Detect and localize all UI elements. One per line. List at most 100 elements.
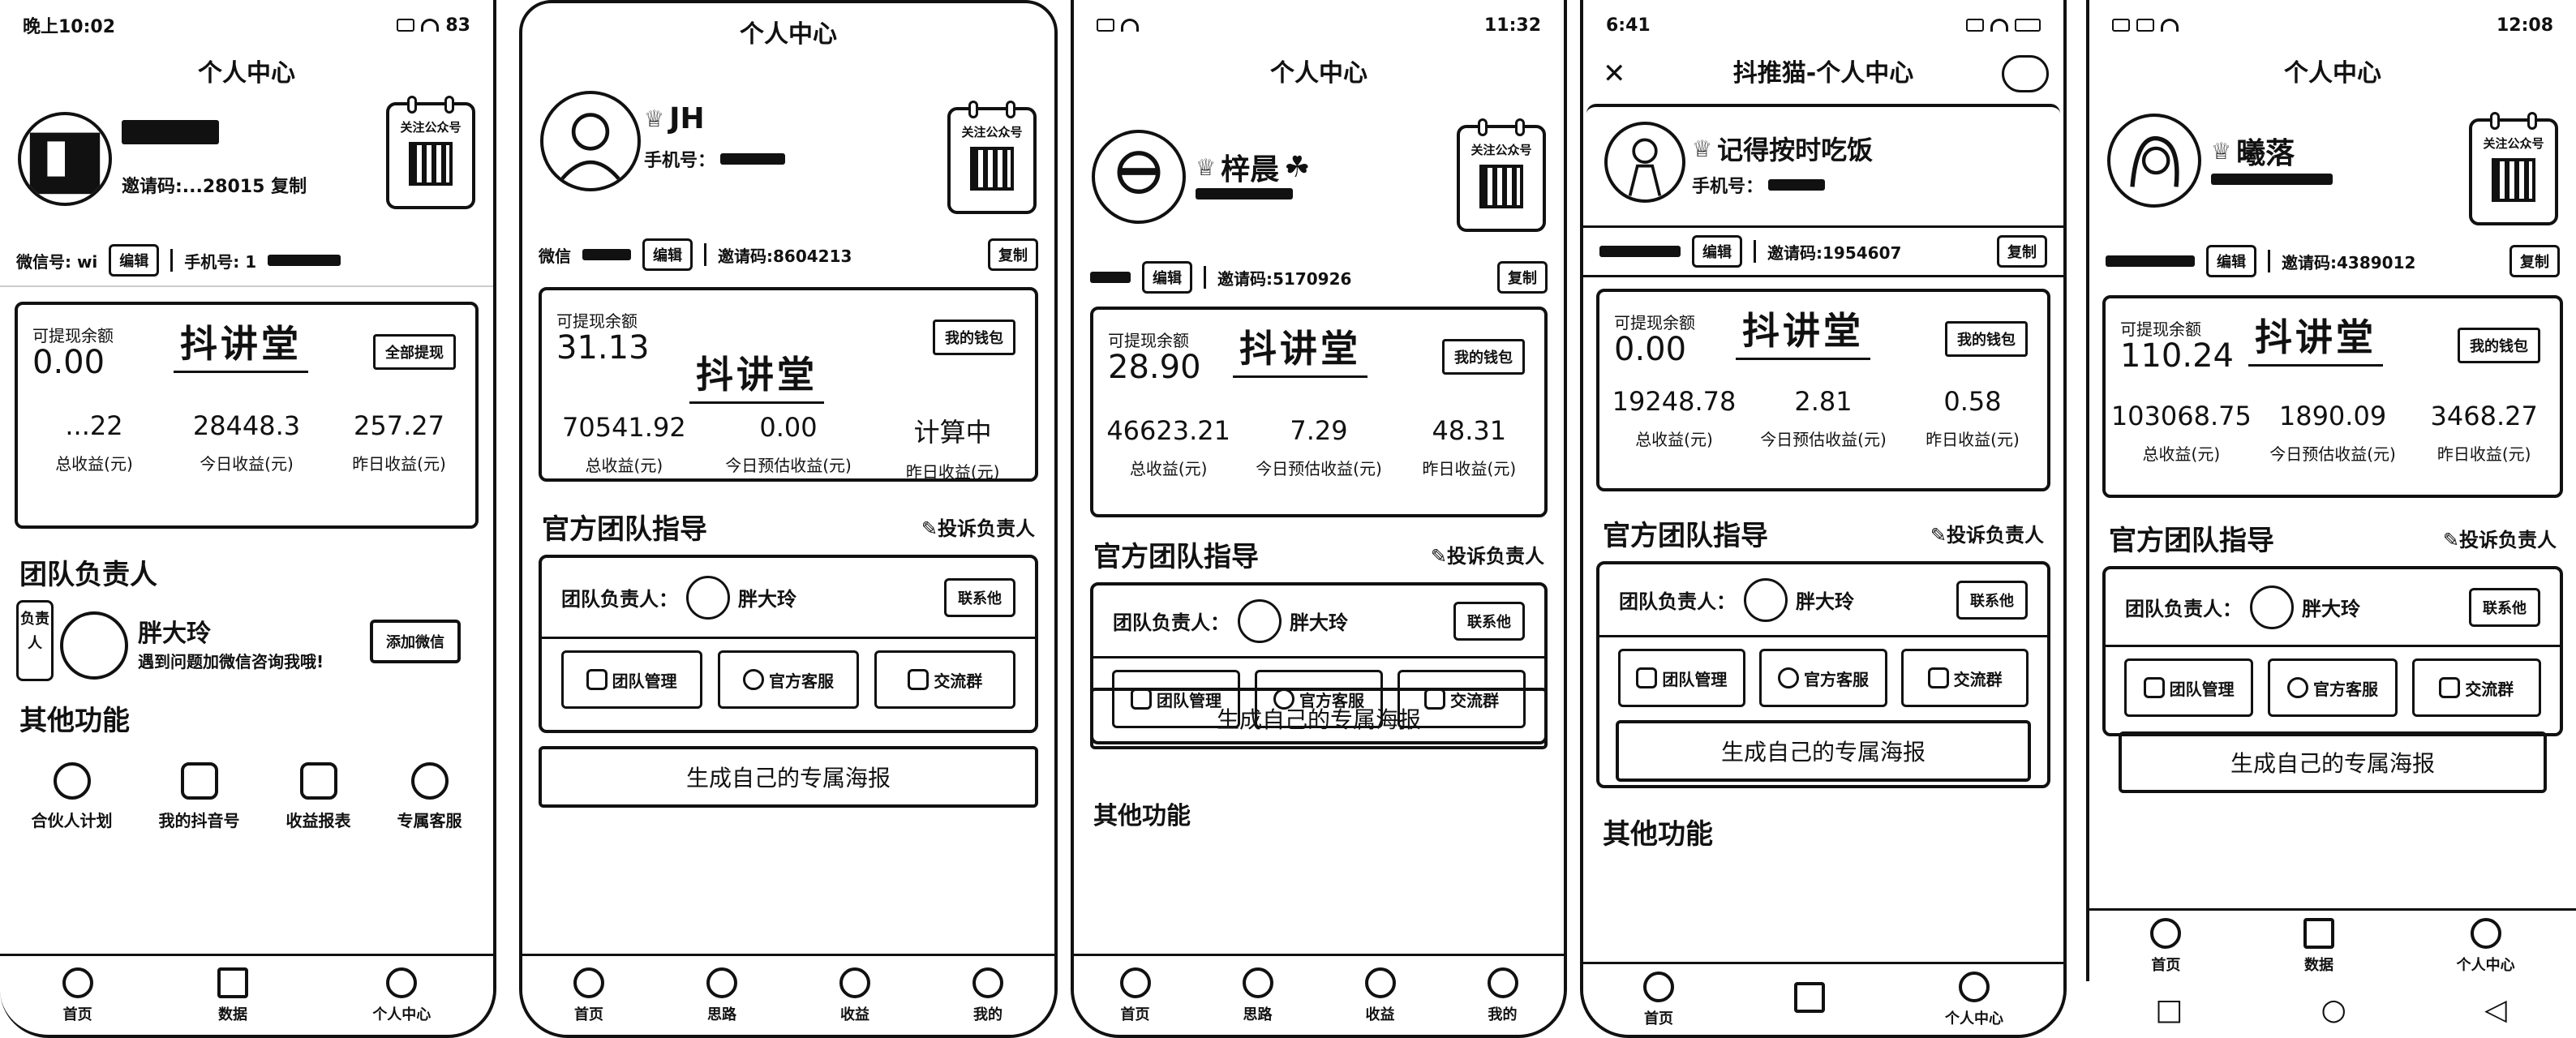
avatar[interactable] bbox=[2107, 114, 2201, 208]
copy-button[interactable]: 复制 bbox=[988, 238, 1038, 271]
page-title: 个人中心 bbox=[1270, 59, 1367, 88]
official-service-button[interactable]: 官方客服 bbox=[1759, 649, 1887, 707]
avatar[interactable] bbox=[540, 91, 641, 191]
edit-button[interactable]: 编辑 bbox=[642, 238, 693, 271]
phone-screen-3: 11:32 个人中心 ♕梓晨☘ 关注公众号 编辑 邀请码:5170926 复制 … bbox=[1071, 0, 1567, 1038]
tab-home[interactable]: 首页 bbox=[2150, 917, 2182, 975]
earnings-report[interactable]: 收益报表 bbox=[286, 762, 351, 831]
contact-button[interactable]: 联系他 bbox=[2469, 587, 2540, 627]
team-manage-button[interactable]: 团队管理 bbox=[560, 650, 702, 709]
tab-earnings[interactable]: 收益 bbox=[1364, 967, 1396, 1024]
official-service-button[interactable]: 官方客服 bbox=[717, 650, 859, 709]
chat-group-button[interactable]: 交流群 bbox=[874, 650, 1016, 709]
tab-bar: 首页 数据 个人中心 bbox=[0, 954, 493, 1035]
status-time: 11:32 bbox=[1483, 15, 1541, 36]
add-wechat-button[interactable]: 添加微信 bbox=[370, 620, 461, 663]
follow-official-account[interactable]: 关注公众号 bbox=[386, 96, 475, 209]
back-button[interactable]: ◁ bbox=[2484, 993, 2507, 1027]
follow-official-account[interactable]: 关注公众号 bbox=[2469, 112, 2558, 225]
edit-button[interactable]: 编辑 bbox=[109, 244, 160, 277]
team-manage-button[interactable]: 团队管理 bbox=[1111, 670, 1241, 728]
withdrawable-balance: 31.13 bbox=[556, 329, 650, 367]
tab-profile[interactable]: 个人中心 bbox=[1945, 971, 2003, 1028]
tab-ideas[interactable]: 思路 bbox=[1242, 967, 1273, 1024]
generate-poster-button[interactable]: 生成自己的专属海报 bbox=[1090, 688, 1548, 749]
tab-mine[interactable]: 我的 bbox=[972, 967, 1003, 1024]
tab-data[interactable] bbox=[1794, 981, 1825, 1018]
qr-code-icon bbox=[409, 142, 453, 186]
tab-ideas[interactable]: 思路 bbox=[706, 967, 737, 1024]
official-service-button[interactable]: 官方客服 bbox=[1254, 670, 1384, 728]
my-wallet-button[interactable]: 我的钱包 bbox=[1442, 339, 1525, 375]
status-bar: 11:32 bbox=[1074, 0, 1564, 50]
withdraw-all-button[interactable]: 全部提现 bbox=[373, 334, 456, 370]
my-douyin[interactable]: 我的抖音号 bbox=[159, 762, 240, 831]
crown-icon: ♕ bbox=[644, 105, 665, 132]
copy-button[interactable]: 复制 bbox=[1997, 235, 2047, 268]
contact-button[interactable]: 联系他 bbox=[1453, 601, 1525, 641]
tab-home[interactable]: 首页 bbox=[62, 967, 93, 1024]
tab-home[interactable]: 首页 bbox=[573, 967, 604, 1024]
bulb-icon bbox=[1242, 967, 1273, 998]
tab-earnings[interactable]: 收益 bbox=[839, 967, 870, 1024]
chat-icon bbox=[1927, 667, 1949, 688]
tab-data[interactable]: 数据 bbox=[2303, 917, 2334, 975]
generate-poster-button[interactable]: 生成自己的专属海报 bbox=[2119, 731, 2547, 793]
my-wallet-button[interactable]: 我的钱包 bbox=[1945, 321, 2028, 357]
tab-mine[interactable]: 我的 bbox=[1487, 967, 1518, 1024]
contact-button[interactable]: 联系他 bbox=[1956, 580, 2028, 620]
generate-poster-button[interactable]: 生成自己的专属海报 bbox=[539, 746, 1038, 808]
phone-screen-1: 晚上10:02 83 个人中心 邀请码:...28015 复制 关注公众号 微信… bbox=[0, 0, 496, 1038]
official-service-button[interactable]: 官方客服 bbox=[2268, 658, 2398, 717]
avatar[interactable] bbox=[1092, 130, 1186, 224]
team-manage-button[interactable]: 团队管理 bbox=[1617, 649, 1745, 707]
wechat-row: 编辑 邀请码:4389012 复制 bbox=[2089, 235, 2576, 287]
tab-data[interactable]: 数据 bbox=[217, 967, 248, 1024]
invite-code[interactable]: 邀请码:...28015 复制 bbox=[122, 177, 307, 197]
home-button[interactable]: ○ bbox=[2321, 993, 2346, 1027]
invite-code: 邀请码:8604213 bbox=[718, 246, 852, 266]
edit-button[interactable]: 编辑 bbox=[1142, 261, 1192, 294]
home-icon bbox=[573, 967, 604, 998]
complain-link[interactable]: ✎投诉负责人 bbox=[1930, 523, 2044, 547]
complain-link[interactable]: ✎投诉负责人 bbox=[1430, 544, 1544, 568]
avatar[interactable] bbox=[1604, 122, 1685, 203]
tab-home[interactable]: 首页 bbox=[1643, 971, 1674, 1028]
follow-official-account[interactable]: 关注公众号 bbox=[1457, 118, 1546, 232]
team-manage-button[interactable]: 团队管理 bbox=[2123, 658, 2254, 717]
tab-profile[interactable]: 个人中心 bbox=[2457, 917, 2515, 975]
tab-profile[interactable]: 个人中心 bbox=[372, 967, 431, 1024]
copy-button[interactable]: 复制 bbox=[1497, 261, 1548, 294]
section-title: 官方团队指导 bbox=[2109, 524, 2274, 557]
my-wallet-button[interactable]: 我的钱包 bbox=[933, 320, 1015, 355]
chat-group-button[interactable]: 交流群 bbox=[1397, 670, 1526, 728]
edit-button[interactable]: 编辑 bbox=[2206, 245, 2256, 277]
complain-link[interactable]: ✎投诉负责人 bbox=[2442, 528, 2557, 551]
partner-plan[interactable]: 合伙人计划 bbox=[32, 762, 113, 831]
tab-bar: 首页 思路 收益 我的 bbox=[1074, 954, 1564, 1035]
headset-icon bbox=[2286, 677, 2308, 698]
profile-icon bbox=[2470, 917, 2501, 949]
section-title: 团队负责人 bbox=[19, 558, 157, 591]
exclusive-service[interactable]: 专属客服 bbox=[397, 762, 462, 831]
avatar[interactable] bbox=[18, 112, 112, 206]
follow-official-account[interactable]: 关注公众号 bbox=[947, 101, 1037, 214]
today-est-earnings: 2.81 bbox=[1794, 386, 1853, 417]
signal-icon bbox=[1097, 19, 1114, 32]
generate-poster-button[interactable]: 生成自己的专属海报 bbox=[1616, 720, 2031, 782]
chat-group-button[interactable]: 交流群 bbox=[2411, 658, 2542, 717]
coin-icon bbox=[839, 967, 870, 998]
edit-button[interactable]: 编辑 bbox=[1692, 235, 1742, 268]
tab-home[interactable]: 首页 bbox=[1119, 967, 1151, 1024]
complain-link[interactable]: ✎投诉负责人 bbox=[921, 517, 1035, 540]
recent-apps-button[interactable]: □ bbox=[2155, 993, 2183, 1027]
more-menu-icon[interactable] bbox=[2002, 55, 2049, 92]
my-wallet-button[interactable]: 我的钱包 bbox=[2458, 328, 2540, 363]
contact-button[interactable]: 联系他 bbox=[944, 577, 1015, 617]
close-icon[interactable]: ✕ bbox=[1603, 58, 1626, 90]
chat-group-button[interactable]: 交流群 bbox=[1901, 649, 2029, 707]
copy-button[interactable]: 复制 bbox=[2509, 245, 2560, 277]
profile-icon bbox=[1959, 971, 1990, 1002]
status-time: 晚上10:02 bbox=[23, 17, 116, 37]
